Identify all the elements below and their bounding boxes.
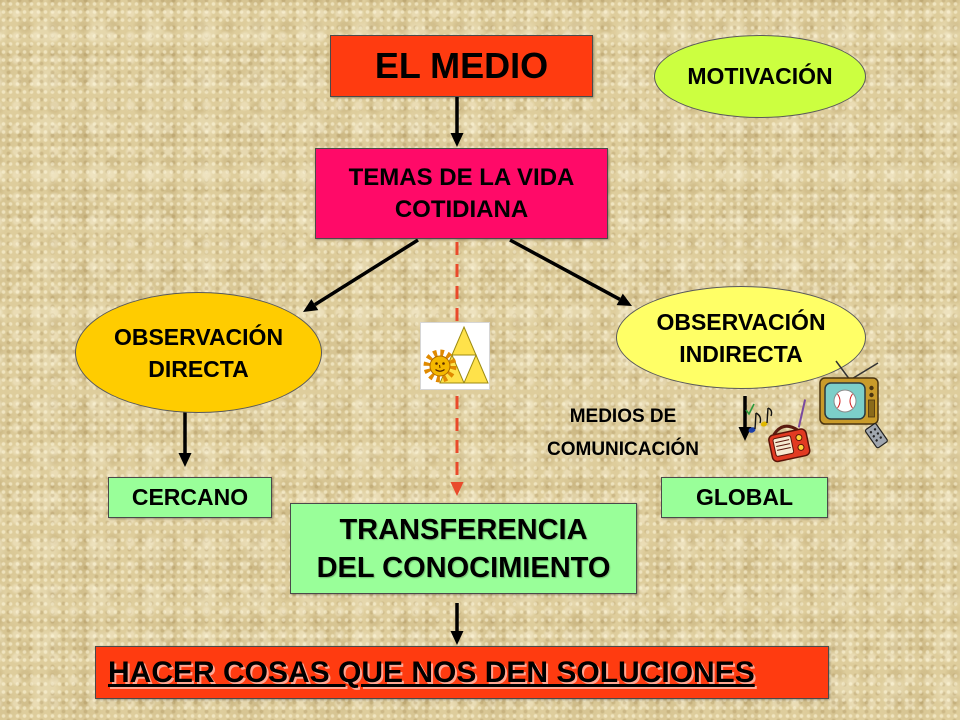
arrow-head [616,293,632,306]
arrow-shaft [313,238,419,307]
global-label: GLOBAL [695,484,794,510]
motivacion-label: MOTIVACIÓN [687,63,833,89]
television-icon [819,360,879,425]
observacion-directa-line-1: OBSERVACIÓN [113,323,284,350]
arrow-medio-to-temas [450,97,464,147]
transferencia-conocimiento-box: TRANSFERENCIA DEL CONOCIMIENTO [290,503,637,594]
global-box: GLOBAL [661,477,828,518]
arrow-head [178,453,192,467]
observacion-indirecta-line-2: INDIRECTA [679,340,803,367]
el-medio-label: EL MEDIO [374,45,549,86]
arrow-temas-to-observacion-directa [303,238,419,312]
transferencia-line-2: DEL CONOCIMIENTO [316,551,611,584]
transferencia-line-1: TRANSFERENCIA [339,513,588,546]
medios-line-2: COMUNICACIÓN [547,439,699,460]
cercano-box: CERCANO [108,477,272,518]
arrow-shaft [509,238,621,301]
medios-line-1: MEDIOS DE [569,406,677,427]
arrow-head [303,299,319,312]
el-medio-box: EL MEDIO [330,35,593,97]
observacion-directa-line-2: DIRECTA [148,355,249,382]
temas-label-line-1: TEMAS DE LA VIDA [348,163,575,191]
hacer-cosas-label: HACER COSAS QUE NOS DEN SOLUCIONES [108,655,755,689]
arrow-directa-to-cercano [178,412,192,467]
dashed-arrow-head [450,482,464,496]
music-notes-icon [745,403,773,433]
radio-with-music-icon [745,399,811,463]
medios-de-comunicacion-label: MEDIOS DE COMUNICACIÓN [513,400,733,466]
radio-icon [768,399,811,463]
observacion-directa-oval: OBSERVACIÓN DIRECTA [75,292,322,413]
arrow-temas-to-observacion-indirecta [509,238,632,306]
observacion-indirecta-oval: OBSERVACIÓN INDIRECTA [616,286,866,389]
arrow-transferencia-to-hacer [450,603,464,645]
motivacion-oval: MOTIVACIÓN [654,35,866,118]
remote-control-icon [864,423,888,449]
temas-vida-cotidiana-box: TEMAS DE LA VIDA COTIDIANA [315,148,608,239]
hacer-cosas-box: HACER COSAS QUE NOS DEN SOLUCIONES [95,646,829,699]
arrow-head [450,133,464,147]
temas-label-line-2: COTIDIANA [394,195,529,223]
television-set-icon [819,360,888,449]
observacion-indirecta-line-1: OBSERVACIÓN [656,308,826,335]
arrow-head [450,631,464,645]
cercano-label: CERCANO [131,484,249,510]
sun-triangle-icon [420,322,490,390]
